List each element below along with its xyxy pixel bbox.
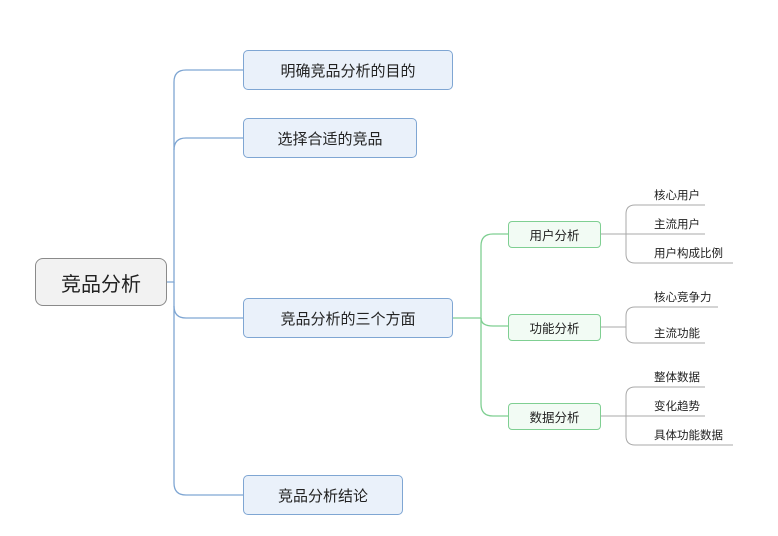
leaf-topic[interactable]: 主流功能 [654, 326, 700, 340]
branch-topic-1[interactable]: 明确竞品分析的目的 [243, 50, 453, 90]
link-c1-leaf1 [601, 204, 705, 235]
link-b3-c2 [480, 317, 508, 327]
link-root-b2 [173, 137, 243, 151]
link-root-b4 [173, 306, 243, 496]
leaf-topic[interactable]: 整体数据 [654, 370, 700, 384]
link-c2-leaf2 [625, 327, 705, 344]
branch-topic-3[interactable]: 竞品分析的三个方面 [243, 298, 453, 338]
subtopic-function-analysis[interactable]: 功能分析 [508, 314, 601, 341]
link-b3-c3 [480, 318, 508, 417]
link-c3-leaf1 [601, 386, 705, 417]
leaf-topic[interactable]: 主流用户 [654, 217, 700, 231]
link-root-b3 [173, 282, 243, 319]
subtopic-user-analysis[interactable]: 用户分析 [508, 221, 601, 248]
link-root-b1 [167, 69, 243, 283]
root-topic[interactable]: 竞品分析 [35, 258, 167, 306]
leaf-topic[interactable]: 变化趋势 [654, 399, 700, 413]
link-b3-c1 [453, 233, 508, 319]
link-c3-leaf3 [625, 416, 733, 446]
subtopic-data-analysis[interactable]: 数据分析 [508, 403, 601, 430]
leaf-topic[interactable]: 核心竞争力 [654, 290, 712, 304]
leaf-topic[interactable]: 具体功能数据 [654, 428, 723, 442]
branch-topic-2[interactable]: 选择合适的竞品 [243, 118, 417, 158]
link-c2-leaf1 [601, 306, 718, 328]
branch-topic-4[interactable]: 竞品分析结论 [243, 475, 403, 515]
leaf-topic[interactable]: 用户构成比例 [654, 246, 723, 260]
leaf-topic[interactable]: 核心用户 [654, 188, 700, 202]
link-c1-leaf3 [625, 234, 733, 264]
